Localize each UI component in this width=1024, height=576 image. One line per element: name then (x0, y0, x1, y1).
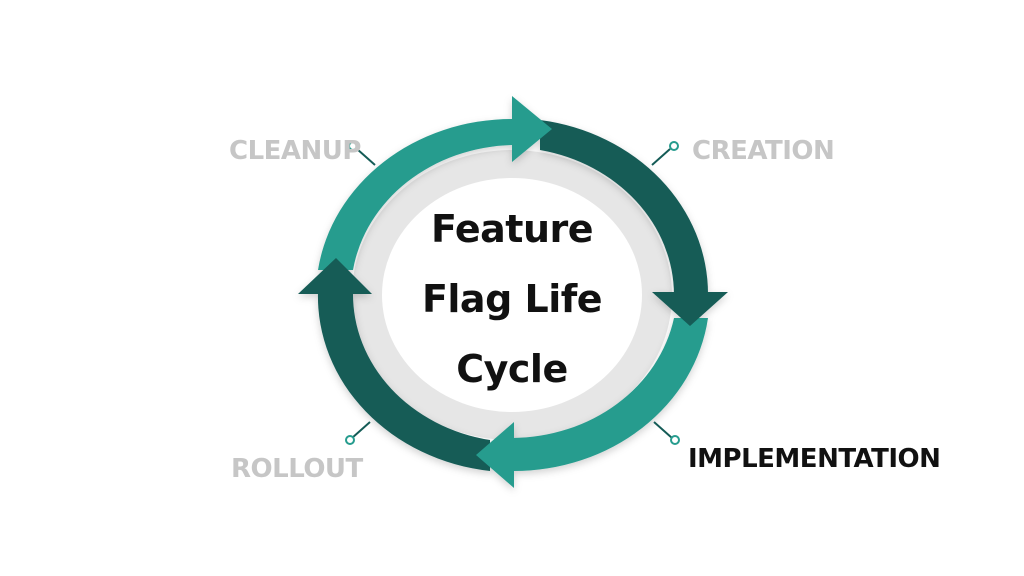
arc-rollout (317, 292, 490, 471)
title-line-3: Cycle (456, 347, 568, 391)
arrowhead-right (652, 292, 728, 326)
arc-implementation (512, 318, 708, 472)
arrowhead-left (298, 258, 372, 294)
pin-creation (669, 141, 679, 151)
arc-creation (540, 120, 709, 295)
stage-label-cleanup: CLEANUP (229, 136, 361, 166)
arrowhead-bottom (476, 422, 514, 488)
connector-cleanup (356, 148, 376, 166)
stage-label-implementation: IMPLEMENTATION (688, 444, 941, 474)
pin-rollout (345, 435, 355, 445)
arrowhead-top (512, 96, 552, 162)
stage-label-rollout: ROLLOUT (231, 454, 363, 484)
pin-implementation (670, 435, 680, 445)
connector-creation (651, 148, 671, 166)
center-disc (382, 178, 642, 412)
diagram-title: Feature Flag Life Cycle (384, 194, 640, 404)
arc-cleanup (318, 119, 512, 270)
stage-label-creation: CREATION (692, 136, 835, 166)
title-line-2: Flag Life (421, 277, 603, 321)
connector-rollout (351, 421, 371, 439)
title-line-1: Feature (430, 207, 594, 251)
pin-cleanup (348, 141, 358, 151)
connector-implementation (653, 421, 673, 439)
